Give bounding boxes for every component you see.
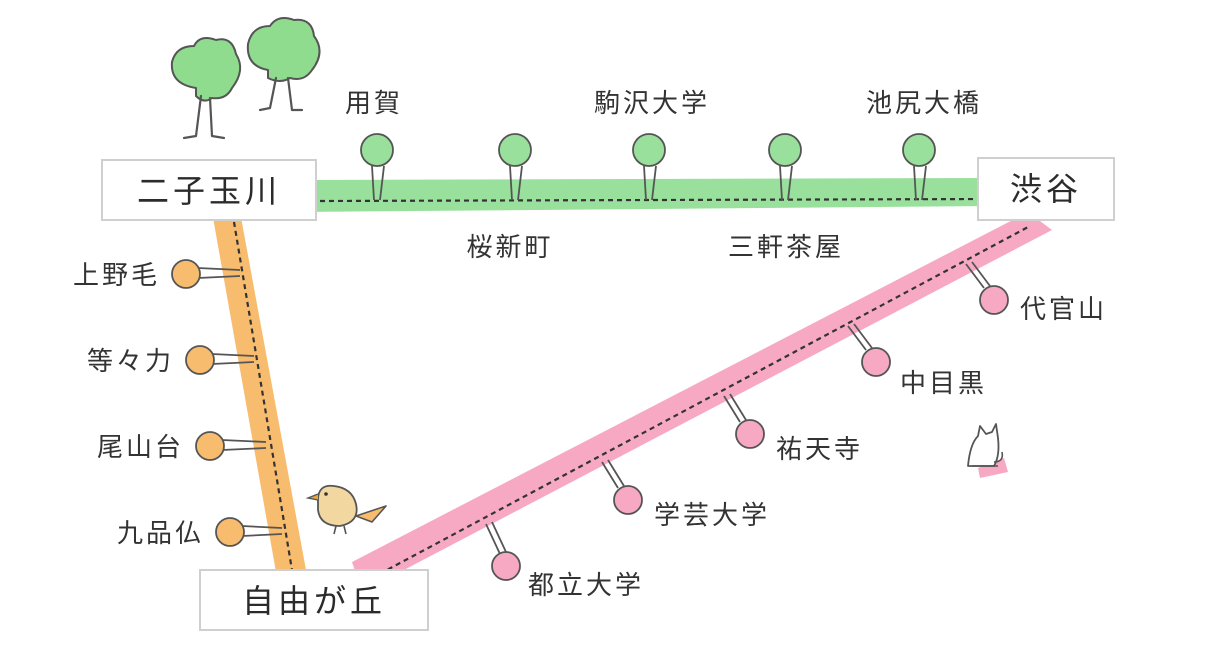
station-marker[interactable] — [485, 521, 521, 581]
tree-icon — [246, 17, 321, 112]
station-label-yutenji: 祐天寺 — [776, 435, 863, 465]
oimachi-line — [212, 212, 306, 572]
station-label-youga: 用賀 — [345, 89, 403, 119]
station-marker[interactable] — [902, 133, 936, 201]
terminal-label: 二子玉川 — [137, 172, 281, 210]
station-label-kaminoge: 上野毛 — [73, 261, 160, 291]
station-marker[interactable] — [360, 133, 394, 201]
station-label-komazawa-daigaku: 駒沢大学 — [594, 89, 710, 119]
terminal-label: 自由が丘 — [242, 582, 386, 620]
station-marker[interactable] — [965, 261, 1009, 315]
station-label-gakugei-daigaku: 学芸大学 — [654, 501, 770, 531]
station-label-daikanyama: 代官山 — [1020, 295, 1107, 325]
station-label-toritsu-daigaku: 都立大学 — [528, 571, 644, 601]
tree-icon — [170, 37, 242, 140]
station-marker[interactable] — [195, 431, 267, 461]
station-marker[interactable] — [185, 345, 255, 375]
station-label-sangenjaya: 三軒茶屋 — [728, 233, 844, 263]
terminal-jiyugaoka[interactable]: 自由が丘 — [199, 569, 429, 631]
station-label-ikejiri-ohashi: 池尻大橋 — [866, 89, 982, 119]
bird-icon — [305, 484, 387, 535]
terminal-futako-tamagawa[interactable]: 二子玉川 — [101, 159, 317, 221]
station-marker[interactable] — [498, 133, 532, 201]
cat-icon — [967, 423, 1008, 478]
station-marker[interactable] — [632, 133, 666, 201]
toyoko-line — [352, 212, 1052, 592]
station-marker[interactable] — [601, 459, 643, 515]
station-label-sakura-shinmachi: 桜新町 — [466, 233, 553, 263]
terminal-label: 渋谷 — [1010, 170, 1082, 208]
station-marker[interactable] — [768, 133, 802, 201]
station-marker[interactable] — [723, 393, 765, 449]
terminal-shibuya[interactable]: 渋谷 — [977, 157, 1115, 221]
station-label-todoroki: 等々力 — [87, 347, 174, 377]
station-label-kuhonbutsu: 九品仏 — [117, 519, 204, 549]
station-marker[interactable] — [847, 323, 891, 377]
station-marker[interactable] — [215, 517, 283, 547]
station-label-oyamadai: 尾山台 — [97, 433, 184, 463]
station-label-nakameguro: 中目黒 — [900, 369, 987, 399]
station-marker[interactable] — [171, 259, 241, 289]
